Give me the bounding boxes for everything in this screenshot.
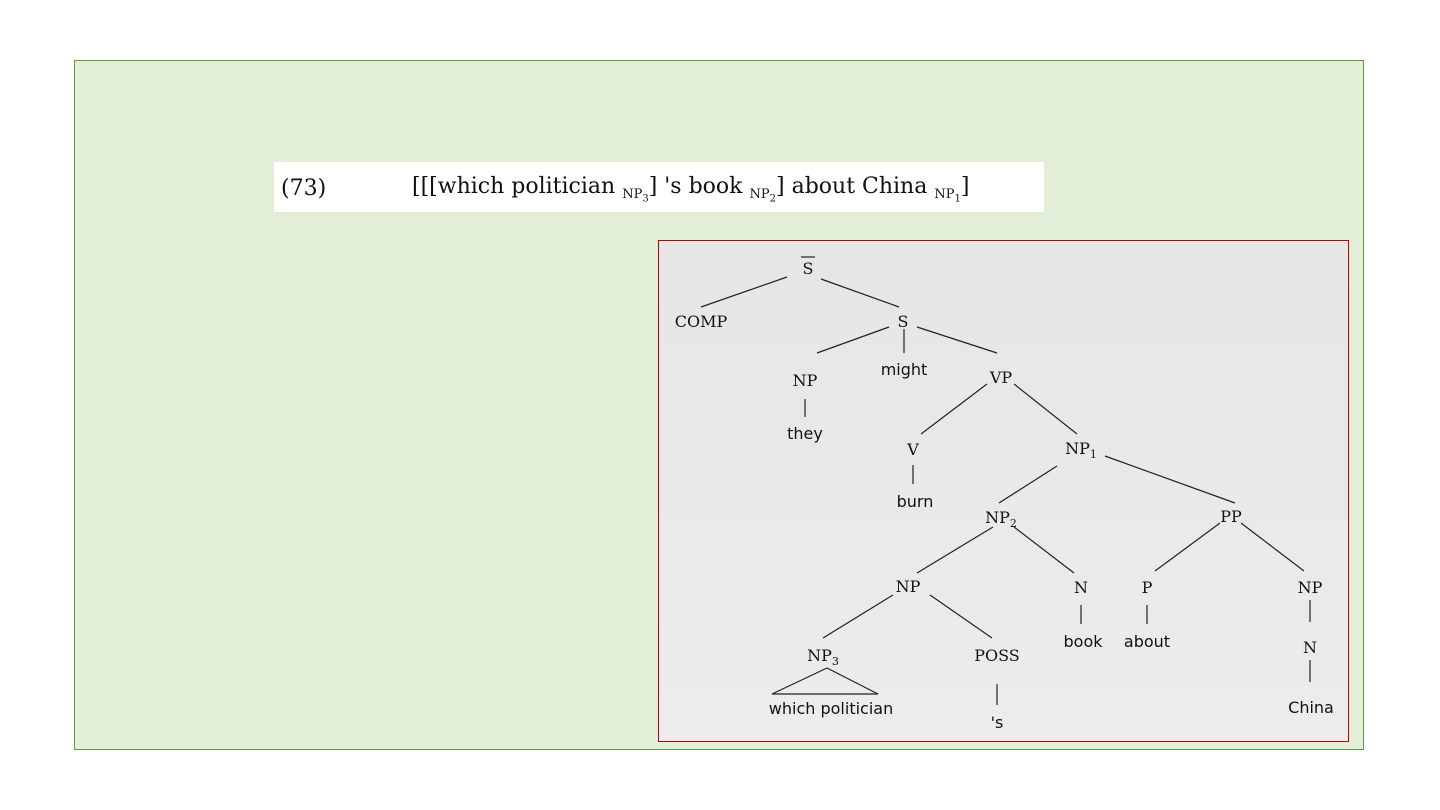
node-np-china: NP [1298,578,1323,597]
node-np-poss: NP [896,577,921,596]
node-p: P [1142,578,1153,597]
node-sbar: S [803,259,814,278]
syntax-tree-panel: S COMP S NP might VP they V burn NP1 NP2… [658,240,1349,742]
node-np3: NP3 [807,646,839,668]
syntax-tree: S COMP S NP might VP they V burn NP1 NP2… [675,256,1334,732]
node-pp: PP [1220,507,1242,526]
node-poss: POSS [974,646,1020,665]
node-v: V [906,440,919,459]
sentence-part: ] [960,174,970,199]
leaf-about: about [1124,632,1170,651]
leaf-china: China [1288,698,1334,717]
node-np-they: NP [793,371,818,390]
sentence-part: [[[which politician [412,174,623,199]
node-np2: NP2 [985,508,1017,530]
sentence-part: ] about China [776,174,935,199]
node-n-book: N [1074,578,1088,597]
leaf-s-clitic: 's [991,713,1004,732]
sentence-part: ] 's book [648,174,750,199]
bracketed-sentence: [[[which politician NP3] 's book NP2] ab… [412,174,969,205]
node-np1: NP1 [1065,439,1097,461]
node-vp: VP [989,368,1013,387]
node-comp: COMP [675,312,728,331]
leaf-which-politician: which politician [769,699,893,718]
node-s: S [898,312,909,331]
sentence-subscript: NP1 [934,187,961,205]
example-number: (73) [281,176,327,201]
triangle-np3 [771,667,879,695]
example-sentence: (73) [[[which politician NP3] 's book NP… [274,162,1044,212]
leaf-book: book [1064,632,1104,651]
sentence-subscript: NP2 [749,187,777,205]
tree-edges [700,256,1311,705]
leaf-burn: burn [897,492,934,511]
leaf-might: might [881,360,928,379]
leaf-they: they [787,424,823,443]
sentence-subscript: NP3 [622,187,649,205]
node-n-china: N [1303,638,1317,657]
